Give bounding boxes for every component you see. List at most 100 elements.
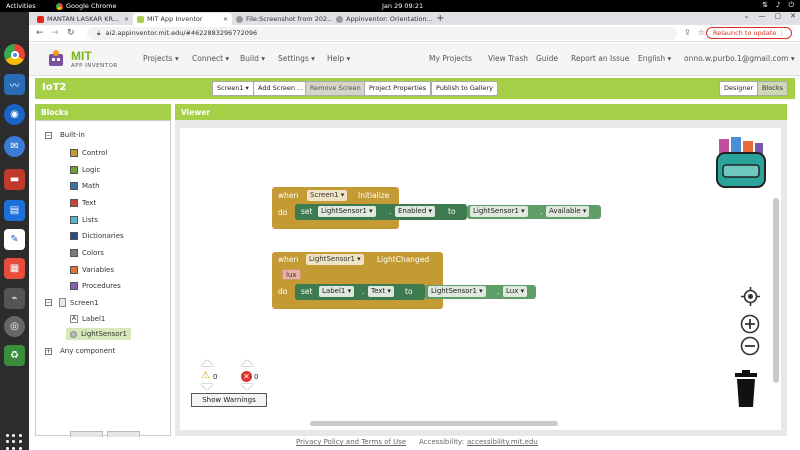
show-warnings-button[interactable]: Show Warnings xyxy=(191,393,267,407)
thunderbird-icon[interactable]: ✉ xyxy=(4,136,25,157)
new-tab-icon[interactable]: + xyxy=(436,13,444,24)
active-app-indicator[interactable]: Google Chrome xyxy=(56,2,116,10)
drawer-procedures[interactable]: Procedures xyxy=(70,282,121,290)
source-component-dropdown[interactable]: LightSensor1 ▾ xyxy=(470,206,528,217)
privacy-link[interactable]: Privacy Policy and Terms of Use xyxy=(296,438,406,446)
clock[interactable]: Jan 29 09:21 xyxy=(382,2,423,10)
menu-language[interactable]: English ▾ xyxy=(638,54,671,63)
trash-icon[interactable]: ♻ xyxy=(4,345,25,366)
tree-lightsensor1[interactable]: LightSensor1 xyxy=(66,328,131,340)
drawer-text[interactable]: Text xyxy=(70,199,96,207)
link-view-trash[interactable]: View Trash xyxy=(488,54,528,63)
setter-block-label-text[interactable]: set Label1 ▾ . Text ▾ to xyxy=(295,284,425,300)
blocks-button[interactable]: Blocks xyxy=(757,81,788,96)
text-editor-icon[interactable]: ✎ xyxy=(4,229,25,250)
link-my-projects[interactable]: My Projects xyxy=(429,54,472,63)
link-guide[interactable]: Guide xyxy=(536,54,558,63)
tab-1[interactable]: MIT App Inventor ✕ xyxy=(133,13,232,25)
drawer-math[interactable]: Math xyxy=(70,182,100,190)
monitor-app-icon[interactable]: 〰 xyxy=(4,74,25,95)
publish-gallery-button[interactable]: Publish to Gallery xyxy=(431,81,498,96)
horizontal-scrollbar[interactable] xyxy=(310,421,558,426)
errors-down-arrow-icon[interactable] xyxy=(241,384,253,390)
forward-icon[interactable]: → xyxy=(51,28,59,38)
menu-account[interactable]: onno.w.purbo.1@gmail.com ▾ xyxy=(684,54,795,63)
drawer-colors[interactable]: Colors xyxy=(70,249,104,257)
files-icon[interactable]: ▬ xyxy=(4,169,25,190)
screen-select[interactable]: Screen1 ▾ xyxy=(212,81,254,96)
event-block-lightsensor-lightchanged[interactable]: when LightSensor1 ▾ LightChanged lux do xyxy=(272,252,443,309)
drawer-control[interactable]: Control xyxy=(70,149,107,157)
vertical-scrollbar[interactable] xyxy=(773,198,779,383)
source-component-dropdown[interactable]: LightSensor1 ▾ xyxy=(428,286,486,297)
menu-connect[interactable]: Connect ▾ xyxy=(192,54,229,63)
errors-up-arrow-icon[interactable] xyxy=(241,360,253,366)
system-tray[interactable]: ⇅ ♪ ⏻ xyxy=(762,1,794,10)
project-properties-button[interactable]: Project Properties xyxy=(364,81,431,96)
zoom-in-icon[interactable] xyxy=(740,314,760,334)
disk-icon[interactable]: ◎ xyxy=(4,316,25,337)
browser-app-icon[interactable]: ◉ xyxy=(4,104,25,125)
close-tab-icon[interactable]: ✕ xyxy=(124,16,129,23)
tree-any-component[interactable]: + Any component xyxy=(45,347,115,355)
back-icon[interactable]: ← xyxy=(36,28,44,38)
drawer-variables[interactable]: Variables xyxy=(70,266,114,274)
chrome-icon[interactable] xyxy=(4,44,25,65)
menu-projects[interactable]: Projects ▾ xyxy=(143,54,179,63)
accessibility-link[interactable]: accessibility.mit.edu xyxy=(467,438,538,446)
component-dropdown[interactable]: Screen1 ▾ xyxy=(307,190,347,201)
close-tab-icon[interactable]: ✕ xyxy=(223,16,228,23)
reload-icon[interactable]: ↻ xyxy=(67,28,75,38)
close-window-icon[interactable]: ✕ xyxy=(790,12,796,20)
tree-screen1[interactable]: − Screen1 xyxy=(45,298,99,307)
backpack-icon[interactable] xyxy=(713,137,769,189)
drawer-logic[interactable]: Logic xyxy=(70,166,100,174)
menu-build[interactable]: Build ▾ xyxy=(240,54,265,63)
blocks-workspace[interactable] xyxy=(180,128,781,430)
minimize-icon[interactable]: — xyxy=(759,12,766,20)
drawer-lists[interactable]: Lists xyxy=(70,216,98,224)
recenter-icon[interactable] xyxy=(741,287,760,306)
target-component-dropdown[interactable]: Label1 ▾ xyxy=(319,286,354,297)
software-icon[interactable]: ▦ xyxy=(4,258,25,279)
property-dropdown[interactable]: Text ▾ xyxy=(368,286,394,297)
share-icon[interactable]: ⇪ xyxy=(684,28,691,37)
link-report-issue[interactable]: Report an Issue xyxy=(571,54,629,63)
tab-search-icon[interactable]: ⌄ xyxy=(744,12,750,20)
collapse-icon[interactable]: − xyxy=(45,132,52,139)
source-property-dropdown[interactable]: Lux ▾ xyxy=(503,286,527,297)
getter-block-lightsensor-lux[interactable]: LightSensor1 ▾ . Lux ▾ xyxy=(425,285,536,299)
tab-2[interactable]: File:Screenshot from 202... ✕ xyxy=(232,13,332,25)
setter-block-lightsensor-enabled[interactable]: set LightSensor1 ▾ . Enabled ▾ to xyxy=(295,204,467,220)
document-icon[interactable]: ▤ xyxy=(4,200,25,221)
workspace-trash-icon[interactable] xyxy=(733,370,759,408)
warnings-down-arrow-icon[interactable] xyxy=(201,384,213,390)
maximize-icon[interactable]: ▢ xyxy=(775,12,782,20)
component-dropdown[interactable]: LightSensor1 ▾ xyxy=(306,254,364,265)
drawer-dictionaries[interactable]: Dictionaries xyxy=(70,232,124,240)
property-dropdown[interactable]: Enabled ▾ xyxy=(395,206,435,217)
warnings-up-arrow-icon[interactable] xyxy=(201,360,213,366)
remove-screen-button[interactable]: Remove Screen xyxy=(305,81,366,96)
relaunch-button[interactable]: Relaunch to update ⋮ xyxy=(706,27,792,39)
tree-label1[interactable]: A Label1 xyxy=(70,315,105,323)
url-input[interactable]: 🔒︎ ai2.appinventor.mit.edu/#462288329677… xyxy=(87,27,677,40)
tab-0[interactable]: MANTAN LASKAR KR... ✕ xyxy=(33,13,133,25)
menu-settings[interactable]: Settings ▾ xyxy=(278,54,315,63)
source-property-dropdown[interactable]: Available ▾ xyxy=(546,206,589,217)
tree-built-in[interactable]: − Built-in xyxy=(45,131,85,139)
usb-drive-icon[interactable]: ⌁ xyxy=(4,288,25,309)
add-screen-button[interactable]: Add Screen ... xyxy=(253,81,308,96)
collapse-icon[interactable]: − xyxy=(45,299,52,306)
menu-help[interactable]: Help ▾ xyxy=(327,54,350,63)
zoom-out-icon[interactable] xyxy=(740,336,760,356)
tab-3[interactable]: Appinventor: Orientation... ✕ xyxy=(332,13,432,25)
expand-icon[interactable]: + xyxy=(45,348,52,355)
designer-button[interactable]: Designer xyxy=(719,81,758,96)
activities-button[interactable]: Activities xyxy=(6,2,36,10)
mit-app-inventor-logo[interactable]: MIT APP INVENTOR xyxy=(45,48,67,72)
target-component-dropdown[interactable]: LightSensor1 ▾ xyxy=(318,206,376,217)
getter-block-lightsensor-available[interactable]: LightSensor1 ▾ . Available ▾ xyxy=(467,205,601,219)
param-lux[interactable]: lux xyxy=(282,269,301,280)
bookmark-star-icon[interactable]: ☆ xyxy=(698,28,705,37)
